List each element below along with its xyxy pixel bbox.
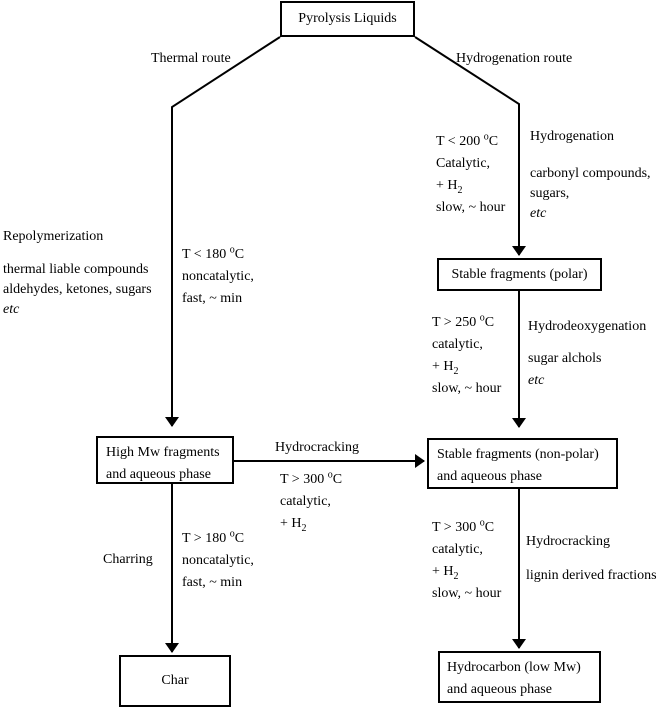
thermal-speed: fast, ~ min (182, 291, 243, 306)
stable-polar-label: Stable fragments (polar) (451, 266, 588, 282)
hydrogenation-temp: T < 200 oC (436, 131, 499, 149)
charring-conditions: T > 180 oC noncatalytic, fast, ~ min (182, 528, 254, 594)
hc-right-conditions: T > 300 oC catalytic, + H2 slow, ~ hour (432, 517, 501, 605)
high-mw-label-line1: High Mw fragments (106, 445, 220, 460)
hc-right-h2: + H2 (432, 564, 459, 582)
hydrocarbon-label-line1: Hydrocarbon (low Mw) (447, 660, 581, 675)
hdo-catalyst: catalytic, (432, 337, 483, 352)
repolymerization-notes: Repolymerization thermal liable compound… (3, 226, 152, 320)
hydrogenation-h2: + H2 (436, 178, 463, 196)
hydrogenation-notes: Hydrogenation carbonyl compounds, sugars… (530, 126, 651, 224)
hydrogenation-title: Hydrogenation (530, 129, 614, 144)
hc-right-speed: slow, ~ hour (432, 586, 502, 601)
hdo-notes: Hydrodeoxygenation sugar alchols etc (528, 316, 646, 392)
hydrocarbon-label-line2: and aqueous phase (447, 682, 552, 697)
stable-nonpolar-label-line1: Stable fragments (non-polar) (437, 447, 599, 462)
repolymerization-etc: etc (3, 302, 20, 317)
hydrocracking-middle-conditions: T > 300 oC catalytic, + H2 (280, 469, 342, 535)
thermal-conditions: T < 180 oC noncatalytic, fast, ~ min (182, 244, 254, 310)
hc-right-note1: lignin derived fractions (526, 568, 657, 583)
pyrolysis-liquids-label: Pyrolysis Liquids (298, 11, 397, 26)
repolymerization-line2: aldehydes, ketones, sugars (3, 282, 152, 297)
hc-middle-temp: T > 300 oC (280, 469, 343, 487)
hydrogenation-route-label: Hydrogenation route (456, 51, 573, 66)
thermal-catalyst: noncatalytic, (182, 269, 254, 284)
repolymerization-line1: thermal liable compounds (3, 262, 149, 277)
hc-right-notes: Hydrocracking lignin derived fractions (526, 531, 657, 587)
charring-speed: fast, ~ min (182, 575, 243, 590)
stable-fragments-nonpolar-box: Stable fragments (non-polar) and aqueous… (427, 438, 618, 489)
stable-fragments-polar-box: Stable fragments (polar) (437, 258, 602, 291)
stable-nonpolar-label-line2: and aqueous phase (437, 469, 542, 484)
hydrogenation-etc: etc (530, 206, 547, 221)
hdo-title: Hydrodeoxygenation (528, 319, 647, 334)
hdo-h2: + H2 (432, 359, 459, 377)
thermal-temp: T < 180 oC (182, 244, 245, 262)
high-mw-fragments-box: High Mw fragments and aqueous phase (96, 436, 234, 484)
charring-catalyst: noncatalytic, (182, 553, 254, 568)
thermal-route-label: Thermal route (151, 51, 231, 66)
charring-temp: T > 180 oC (182, 528, 245, 546)
hdo-speed: slow, ~ hour (432, 381, 502, 396)
hdo-temp: T > 250 oC (432, 312, 495, 330)
hydrogenation-conditions: T < 200 oC Catalytic, + H2 slow, ~ hour (436, 131, 505, 219)
thermal-route-arrow (165, 36, 281, 427)
pyrolysis-liquids-box: Pyrolysis Liquids (280, 1, 415, 37)
hc-middle-catalyst: catalytic, (280, 494, 331, 509)
hc-right-temp: T > 300 oC (432, 517, 495, 535)
hydrogenation-speed: slow, ~ hour (436, 200, 506, 215)
hydrocarbon-box: Hydrocarbon (low Mw) and aqueous phase (438, 651, 601, 703)
hydrocracking-middle-title: Hydrocracking (275, 440, 359, 455)
high-mw-label-line2: and aqueous phase (106, 467, 211, 482)
hdo-conditions: T > 250 oC catalytic, + H2 slow, ~ hour (432, 312, 501, 400)
hydrogenation-route-arrow (414, 36, 526, 256)
char-box: Char (119, 655, 231, 707)
hydrogenation-note1: carbonyl compounds, (530, 166, 651, 181)
hc-right-title: Hydrocracking (526, 534, 610, 549)
hydrogenation-catalyst: Catalytic, (436, 156, 491, 171)
hc-right-catalyst: catalytic, (432, 542, 483, 557)
char-label: Char (161, 673, 189, 688)
repolymerization-title: Repolymerization (3, 229, 104, 244)
charring-title: Charring (103, 552, 153, 567)
hdo-etc: etc (528, 373, 545, 388)
hc-middle-h2: + H2 (280, 516, 307, 534)
hdo-note1: sugar alchols (528, 351, 602, 366)
hydrogenation-note2: sugars, (530, 186, 570, 201)
